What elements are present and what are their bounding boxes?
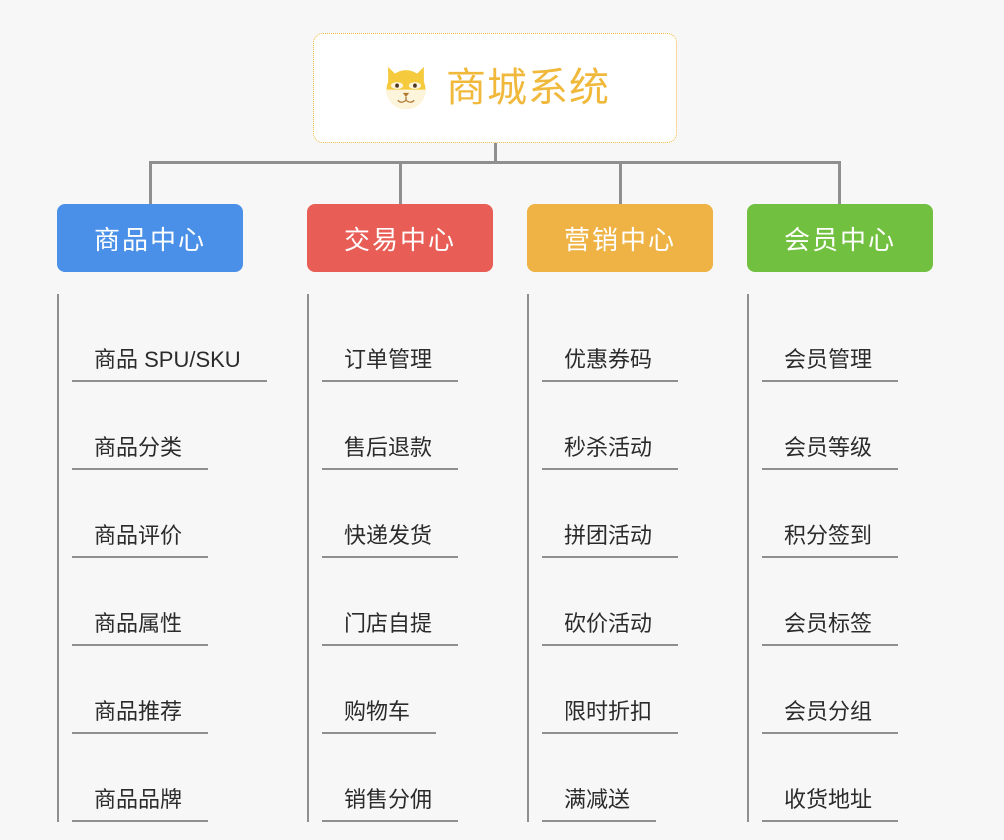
list-item[interactable]: 商品推荐: [72, 646, 243, 734]
root-node-mall-system[interactable]: 商城系统: [313, 33, 677, 143]
leaf-list-member: 会员管理 会员等级 积分签到 会员标签 会员分组 收货地址: [747, 294, 933, 822]
leaf-label: 订单管理: [322, 349, 459, 382]
leaf-label: 销售分佣: [322, 789, 459, 822]
leaf-label: 满减送: [542, 789, 657, 822]
list-item[interactable]: 会员分组: [762, 646, 933, 734]
leaf-label: 优惠券码: [542, 349, 679, 382]
leaf-label: 购物车: [322, 701, 437, 734]
leaf-label: 会员分组: [762, 701, 899, 734]
connector-drop-4: [838, 161, 841, 205]
connector-drop-2: [399, 161, 402, 205]
leaf-label: 会员管理: [762, 349, 899, 382]
category-column-product: 商品中心 商品 SPU/SKU 商品分类 商品评价 商品属性 商品推荐 商品品牌: [57, 204, 267, 822]
category-header-label: 营销中心: [563, 224, 676, 255]
connector-drop-3: [619, 161, 622, 205]
leaf-label: 会员标签: [762, 613, 899, 646]
list-item[interactable]: 门店自提: [322, 558, 493, 646]
list-item[interactable]: 销售分佣: [322, 734, 493, 822]
list-item[interactable]: 会员管理: [762, 294, 933, 382]
category-header-label: 交易中心: [343, 224, 456, 255]
category-header-label: 会员中心: [783, 224, 896, 255]
leaf-label: 快递发货: [322, 525, 459, 558]
list-item[interactable]: 收货地址: [762, 734, 933, 822]
list-item[interactable]: 满减送: [542, 734, 713, 822]
leaf-label: 商品推荐: [72, 701, 209, 734]
connector-root-stem: [494, 143, 497, 163]
list-item[interactable]: 积分签到: [762, 470, 933, 558]
list-item[interactable]: 限时折扣: [542, 646, 713, 734]
leaf-label: 限时折扣: [542, 701, 679, 734]
list-item[interactable]: 订单管理: [322, 294, 493, 382]
list-item[interactable]: 秒杀活动: [542, 382, 713, 470]
leaf-label: 商品品牌: [72, 789, 209, 822]
leaf-label: 会员等级: [762, 437, 899, 470]
category-header-trade[interactable]: 交易中心: [307, 204, 493, 272]
list-item[interactable]: 会员等级: [762, 382, 933, 470]
list-item[interactable]: 砍价活动: [542, 558, 713, 646]
list-item[interactable]: 快递发货: [322, 470, 493, 558]
category-column-trade: 交易中心 订单管理 售后退款 快递发货 门店自提 购物车 销售分佣: [307, 204, 493, 822]
list-item[interactable]: 购物车: [322, 646, 493, 734]
leaf-list-product: 商品 SPU/SKU 商品分类 商品评价 商品属性 商品推荐 商品品牌: [57, 294, 267, 822]
shiba-dog-face-icon: [386, 66, 426, 110]
list-item[interactable]: 会员标签: [762, 558, 933, 646]
category-column-marketing: 营销中心 优惠券码 秒杀活动 拼团活动 砍价活动 限时折扣 满减送: [527, 204, 713, 822]
leaf-label: 拼团活动: [542, 525, 679, 558]
category-header-label: 商品中心: [93, 224, 206, 255]
leaf-list-trade: 订单管理 售后退款 快递发货 门店自提 购物车 销售分佣: [307, 294, 493, 822]
leaf-label: 门店自提: [322, 613, 459, 646]
list-item[interactable]: 商品品牌: [72, 734, 243, 822]
category-header-member[interactable]: 会员中心: [747, 204, 933, 272]
list-item[interactable]: 商品 SPU/SKU: [72, 294, 267, 382]
leaf-label: 商品评价: [72, 525, 209, 558]
leaf-label: 砍价活动: [542, 613, 679, 646]
connector-drop-1: [149, 161, 152, 205]
leaf-label: 商品属性: [72, 613, 209, 646]
leaf-label: 商品 SPU/SKU: [72, 349, 267, 382]
leaf-label: 积分签到: [762, 525, 899, 558]
leaf-list-marketing: 优惠券码 秒杀活动 拼团活动 砍价活动 限时折扣 满减送: [527, 294, 713, 822]
leaf-label: 秒杀活动: [542, 437, 679, 470]
category-header-product[interactable]: 商品中心: [57, 204, 243, 272]
connector-horizontal-bus: [149, 161, 840, 164]
leaf-label: 商品分类: [72, 437, 209, 470]
category-header-marketing[interactable]: 营销中心: [527, 204, 713, 272]
category-column-member: 会员中心 会员管理 会员等级 积分签到 会员标签 会员分组 收货地址: [747, 204, 933, 822]
list-item[interactable]: 商品评价: [72, 470, 243, 558]
root-node-title: 商城系统: [446, 66, 610, 110]
leaf-label: 收货地址: [762, 789, 899, 822]
list-item[interactable]: 商品属性: [72, 558, 243, 646]
list-item[interactable]: 售后退款: [322, 382, 493, 470]
leaf-label: 售后退款: [322, 437, 459, 470]
list-item[interactable]: 拼团活动: [542, 470, 713, 558]
list-item[interactable]: 商品分类: [72, 382, 243, 470]
list-item[interactable]: 优惠券码: [542, 294, 713, 382]
